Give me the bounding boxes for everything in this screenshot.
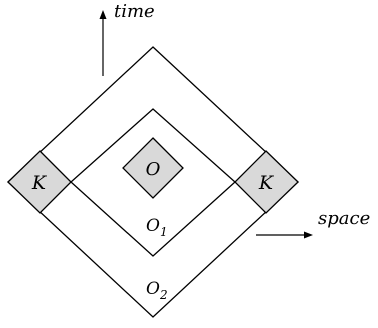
center-region-label: O: [146, 159, 161, 180]
time-axis-label: time: [114, 1, 155, 22]
outer-region-label: O2: [146, 279, 168, 302]
right-k-label: K: [258, 172, 275, 194]
outer-region-label-subscript: 2: [159, 288, 168, 302]
left-k-region: [7, 150, 72, 214]
inner-diamond: [70, 108, 236, 257]
outer-region-label-base: O: [146, 279, 160, 299]
time-axis-arrowhead: [99, 10, 107, 19]
center-o-region: [122, 137, 184, 199]
left-k-label: K: [31, 172, 48, 194]
right-k-region: [234, 150, 299, 214]
inner-region-label-subscript: 1: [160, 225, 168, 239]
space-axis-label: space: [318, 208, 370, 229]
space-axis-arrowhead: [304, 231, 313, 239]
inner-region-label: O1: [146, 216, 168, 239]
inner-region-label-base: O: [146, 216, 160, 236]
